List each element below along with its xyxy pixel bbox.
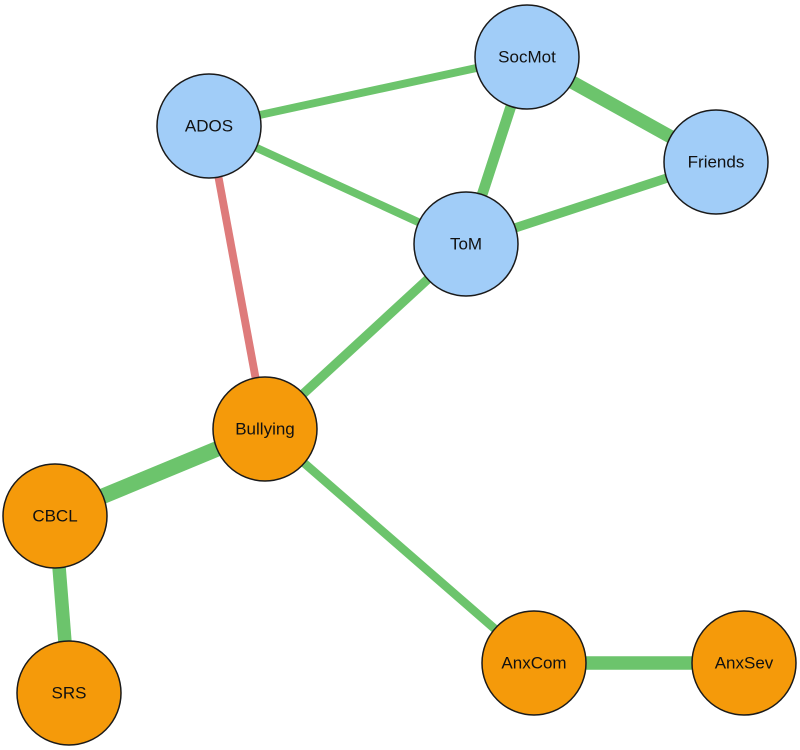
node-label: Bullying [235, 420, 295, 439]
node-label: CBCL [32, 507, 77, 526]
node-circle [481, 610, 587, 716]
node-circle [474, 4, 580, 110]
node-label: SocMot [498, 48, 556, 67]
edge-ados-socmot [208, 53, 528, 130]
node-bullying: Bullying [212, 376, 318, 482]
node-label: Friends [688, 153, 745, 172]
node-circle [156, 73, 262, 179]
node-label: ADOS [185, 117, 233, 136]
edges-layer [48, 51, 744, 694]
node-circle [16, 640, 122, 746]
node-circle [413, 191, 519, 297]
node-ados: ADOS [156, 73, 262, 179]
node-label: SRS [52, 684, 87, 703]
node-tom: ToM [413, 191, 519, 297]
node-cbcl: CBCL [2, 463, 108, 569]
node-label: AnxSev [715, 654, 774, 673]
node-label: AnxCom [501, 654, 566, 673]
node-label: ToM [450, 235, 482, 254]
node-circle [212, 376, 318, 482]
node-anxcom: AnxCom [481, 610, 587, 716]
edge-bullying-anxcom [262, 425, 537, 667]
node-circle [663, 109, 769, 215]
node-friends: Friends [663, 109, 769, 215]
node-anxsev: AnxSev [691, 610, 797, 716]
node-socmot: SocMot [474, 4, 580, 110]
node-srs: SRS [16, 640, 122, 746]
node-circle [691, 610, 797, 716]
node-circle [2, 463, 108, 569]
